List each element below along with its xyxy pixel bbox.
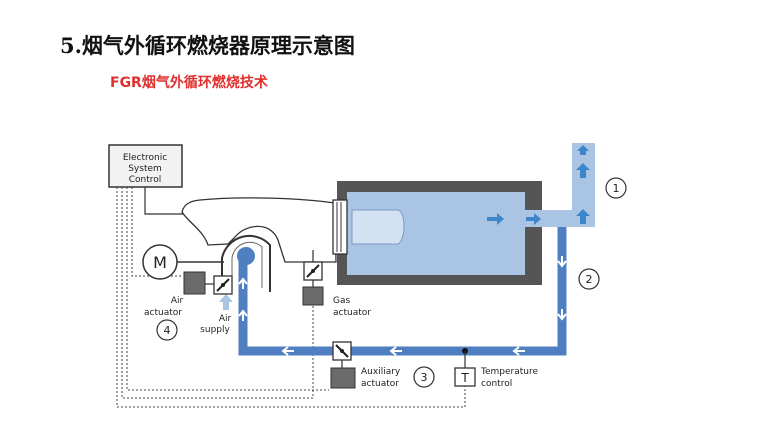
control-label-line-1: Electronic (123, 153, 167, 163)
control-label-line-2: System (128, 164, 162, 174)
motor: M (142, 244, 178, 280)
air-supply-label-line-1: Air (219, 314, 232, 324)
auxiliary-actuator-label-line-2: actuator (361, 379, 399, 389)
burner-flange (332, 199, 348, 255)
pipe-arrow-up-2 (238, 277, 248, 289)
air-actuator-label-line-1: Air (171, 296, 184, 306)
auxiliary-actuator (330, 367, 356, 389)
marker-2-circle (578, 268, 600, 290)
flame-tube (351, 209, 405, 245)
gas-valve (303, 261, 323, 281)
burner-housing (181, 197, 337, 263)
temperature-control-box (454, 367, 476, 387)
pipe-arrow-down-1 (557, 256, 567, 268)
air-actuator-label-line-2: actuator (144, 308, 182, 318)
control-line-3 (126, 187, 329, 391)
air-supply-label-line-2: supply (200, 325, 230, 335)
recirculation-pipe (238, 226, 567, 356)
arrow-up-upper (576, 163, 590, 178)
control-line-1 (116, 187, 466, 408)
temperature-symbol: T (460, 371, 469, 385)
control-label-line-3: Control (129, 175, 162, 185)
exhaust-duct (525, 143, 595, 227)
marker-2: 2 (586, 273, 593, 286)
page-subtitle: FGR烟气外循环燃烧技术 (110, 75, 268, 91)
arrow-up-top (577, 145, 589, 155)
page-title: 5.烟气外循环燃烧器原理示意图 (60, 33, 355, 58)
pipe-arrow-left-1 (512, 346, 525, 356)
marker-1-circle (605, 177, 627, 199)
temperature-control-label-line-2: control (481, 379, 512, 389)
arrow-chamber (487, 213, 504, 225)
motor-symbol: M (153, 253, 167, 272)
marker-3-circle (413, 366, 435, 388)
air-damper (213, 275, 233, 295)
marker-4-circle (156, 319, 178, 341)
fan-housing (221, 234, 271, 292)
fgr-inlet-nozzle (237, 247, 255, 265)
gas-actuator-label-line-1: Gas (333, 296, 350, 306)
combustion-chamber (332, 181, 542, 285)
pipe-arrow-up-1 (238, 309, 248, 321)
air-actuator (183, 271, 206, 295)
marker-1: 1 (613, 182, 620, 195)
gas-actuator-label-line-2: actuator (333, 308, 371, 318)
pipe-arrow-left-2 (389, 346, 402, 356)
flow-arrows (219, 145, 590, 356)
temperature-control-label-line-1: Temperature (480, 367, 538, 377)
arrow-duct-right (526, 213, 541, 225)
gas-actuator (302, 286, 324, 306)
marker-3: 3 (421, 371, 428, 384)
electronic-system-control: Electronic System Control (108, 144, 183, 188)
control-line-4 (131, 187, 182, 277)
arrow-up-lower (576, 209, 590, 224)
auxiliary-actuator-label-line-1: Auxiliary (361, 367, 401, 377)
air-supply-arrow (219, 294, 233, 310)
fgr-damper (332, 341, 352, 361)
pipe-arrow-left-3 (281, 346, 294, 356)
marker-4: 4 (164, 324, 171, 337)
pipe-arrow-down-2 (557, 309, 567, 321)
